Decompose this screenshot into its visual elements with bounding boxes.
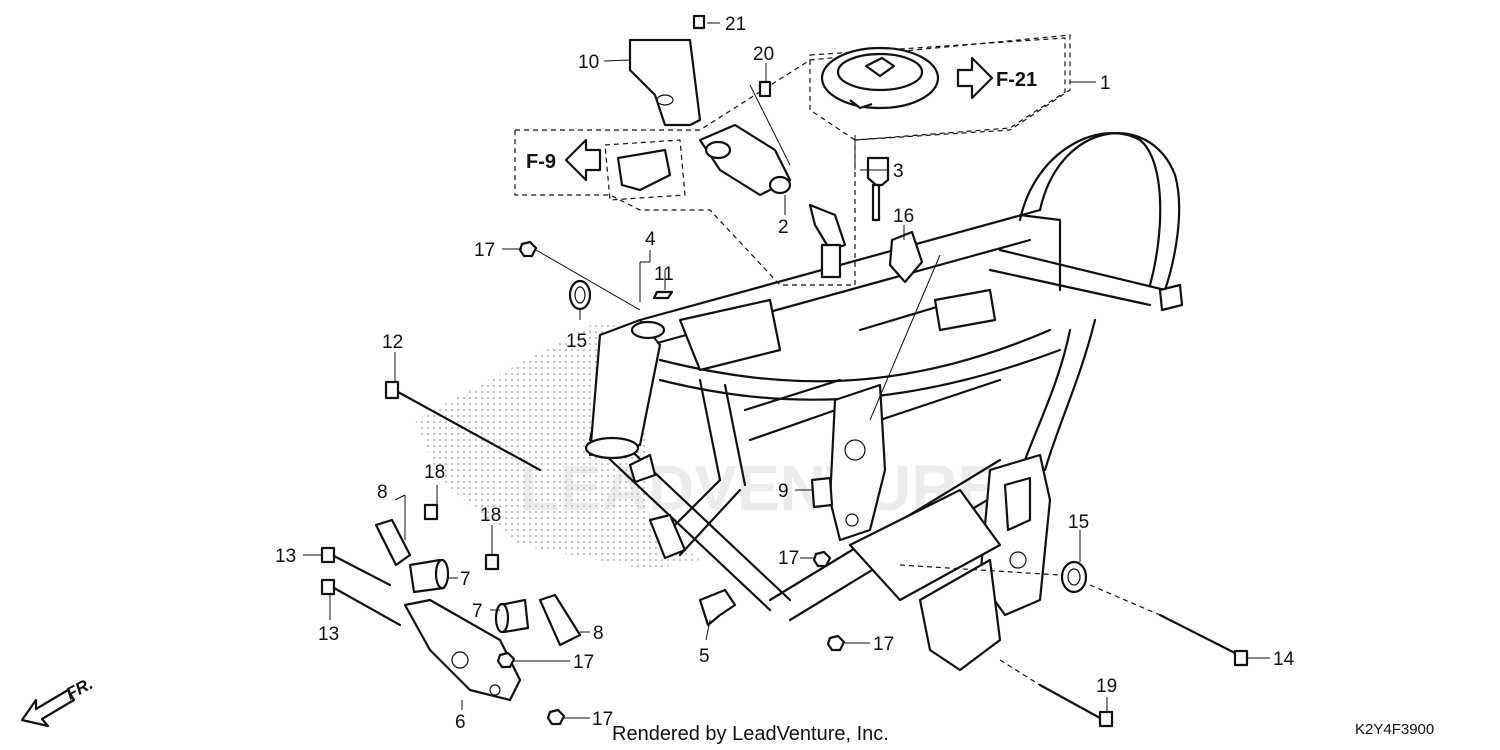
render-credit: Rendered by LeadVenture, Inc. bbox=[612, 723, 889, 745]
callout-5: 5 bbox=[699, 646, 710, 667]
callout-17-step: 17 bbox=[778, 548, 799, 569]
key-part-3 bbox=[866, 156, 890, 222]
ignition-group-outline bbox=[514, 34, 1071, 286]
callouts: 21 10 20 1 3 2 16 4 11 17 15 12 18 8 18 … bbox=[275, 14, 1295, 733]
grommet-15-top bbox=[568, 279, 592, 311]
nut-17-mid-left bbox=[496, 651, 516, 669]
callout-17-top: 17 bbox=[474, 240, 495, 261]
reference-f21: F-21 bbox=[996, 69, 1037, 91]
bolt-part-20 bbox=[758, 80, 772, 98]
callout-6: 6 bbox=[455, 712, 466, 733]
callout-15-top: 15 bbox=[566, 331, 587, 352]
callout-20: 20 bbox=[753, 44, 774, 65]
bolt-part-21 bbox=[692, 14, 706, 30]
front-direction-indicator: FR. bbox=[20, 674, 96, 728]
callout-19: 19 bbox=[1096, 676, 1117, 697]
callout-17-bottom: 17 bbox=[592, 709, 613, 730]
nut-17-center bbox=[826, 634, 846, 652]
callout-11: 11 bbox=[654, 264, 674, 285]
callout-8-right: 8 bbox=[593, 623, 604, 644]
callout-7-left: 7 bbox=[460, 569, 471, 590]
callout-15-right: 15 bbox=[1068, 512, 1089, 533]
callout-13-upper: 13 bbox=[275, 546, 296, 567]
grommet-15-right bbox=[1060, 560, 1088, 594]
ignition-switch bbox=[698, 123, 847, 279]
callout-17-center: 17 bbox=[873, 634, 894, 655]
callout-7-mid: 7 bbox=[472, 601, 483, 622]
callout-14: 14 bbox=[1273, 649, 1295, 670]
bolt-18-mid bbox=[484, 553, 500, 571]
callout-3: 3 bbox=[893, 161, 904, 182]
reference-arrow-right bbox=[956, 56, 994, 100]
bolt-13-upper bbox=[320, 546, 392, 587]
callout-9: 9 bbox=[778, 481, 789, 502]
callout-1: 1 bbox=[1100, 73, 1111, 94]
bracket-outline bbox=[604, 139, 686, 201]
callout-21: 21 bbox=[725, 14, 746, 35]
clamp-part-16 bbox=[888, 230, 924, 284]
reference-arrow-left bbox=[564, 138, 602, 182]
bolt-13-lower bbox=[320, 578, 402, 627]
seat-lock-part bbox=[616, 148, 672, 192]
fuel-cap-outline bbox=[809, 37, 1066, 141]
clip-part-11 bbox=[652, 290, 674, 300]
callout-13-lower: 13 bbox=[318, 624, 339, 645]
leader-lines bbox=[303, 22, 1270, 719]
callout-10: 10 bbox=[578, 52, 599, 73]
nut-17-bottom bbox=[546, 708, 566, 726]
long-bolt-12 bbox=[384, 380, 542, 472]
bracket-part-5 bbox=[698, 588, 737, 627]
fuel-cap bbox=[820, 46, 940, 110]
plate-8-left bbox=[374, 518, 412, 567]
callout-18-mid: 18 bbox=[480, 505, 501, 526]
collar-part-9 bbox=[810, 476, 834, 509]
diagram-code: K2Y4F3900 bbox=[1355, 721, 1434, 738]
engine-hanger-6 bbox=[403, 598, 522, 702]
reference-f9: F-9 bbox=[526, 151, 556, 173]
nut-17-step bbox=[812, 550, 832, 568]
plate-8-right bbox=[538, 593, 582, 647]
bolt-19 bbox=[1038, 683, 1114, 728]
bolt-14 bbox=[1158, 613, 1249, 667]
bracket-part-10 bbox=[628, 38, 702, 127]
main-frame bbox=[584, 132, 1184, 672]
callout-16: 16 bbox=[893, 206, 914, 227]
callout-2: 2 bbox=[778, 217, 789, 238]
nut-17-top bbox=[518, 240, 538, 258]
bolt-18-left bbox=[423, 503, 439, 521]
front-arrow-icon bbox=[20, 688, 76, 728]
callout-8-left: 8 bbox=[377, 482, 388, 503]
callout-12: 12 bbox=[382, 332, 403, 353]
callout-18-left: 18 bbox=[424, 462, 445, 483]
callout-4: 4 bbox=[645, 229, 656, 250]
callout-17-mid-left: 17 bbox=[573, 652, 594, 673]
